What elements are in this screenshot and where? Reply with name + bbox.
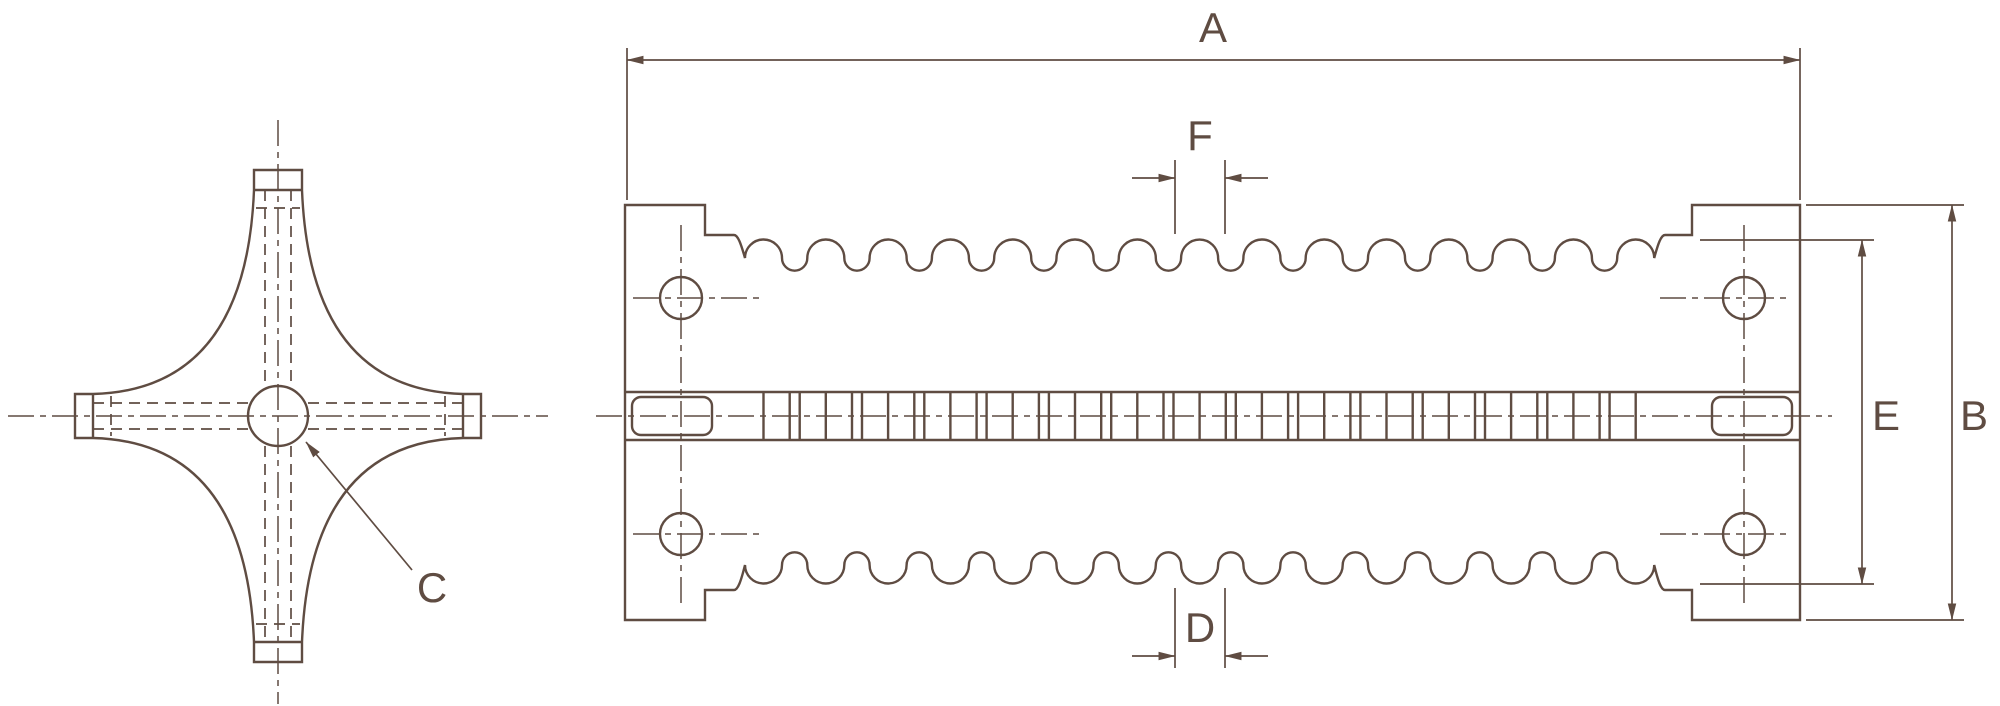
center-hole-circle — [246, 384, 310, 448]
dim-e-extension-lines — [1700, 239, 1874, 585]
center-bar-lines — [625, 390, 1800, 442]
label-c-leader-group — [305, 441, 413, 571]
mount-hole-top-left — [658, 275, 704, 321]
end-view-solid — [73, 168, 483, 664]
dim-a-extension-lines — [626, 48, 1801, 200]
side-view-solid — [623, 203, 1802, 622]
side-outline — [623, 203, 1802, 622]
mount-hole-bottom-left — [658, 511, 704, 557]
dim-e — [1700, 239, 1874, 585]
bar-segment-ticks-single — [762, 392, 1637, 440]
dim-label-b: B — [1960, 392, 1988, 439]
dim-label-f: F — [1187, 112, 1213, 159]
horizontal-arm-hidden-lines — [93, 402, 463, 430]
hole-horizontal-centerlines — [633, 297, 1792, 535]
mount-hole-top-right — [1721, 275, 1767, 321]
label-c-leader-line — [305, 441, 413, 571]
side-view — [596, 203, 1832, 622]
side-view-centerlines — [596, 225, 1832, 608]
drawing-root: A F B E D C — [8, 4, 1988, 704]
bar-end-cap-right — [1710, 395, 1794, 437]
dimensions — [626, 48, 1964, 668]
dim-f — [1132, 160, 1268, 234]
dim-label-a: A — [1199, 4, 1227, 51]
dim-b — [1806, 204, 1964, 621]
vertical-arm-hidden-lines — [264, 190, 292, 642]
dim-f-extension-lines — [1174, 160, 1226, 234]
arm-tip-step-lines — [91, 188, 465, 644]
mount-hole-bottom-right — [1721, 511, 1767, 557]
dim-label-e: E — [1872, 392, 1900, 439]
bar-end-cap-left — [630, 395, 714, 437]
end-view-hidden-lines — [93, 190, 463, 642]
dim-label-d: D — [1185, 604, 1215, 651]
dim-a — [626, 48, 1801, 200]
dim-d — [1132, 588, 1268, 668]
hole-vertical-centerlines — [680, 225, 1745, 608]
cross-outline — [73, 168, 483, 664]
end-view-centerlines — [8, 120, 548, 704]
dim-b-extension-lines — [1806, 204, 1964, 621]
end-view — [8, 120, 548, 704]
dim-label-c: C — [417, 564, 447, 611]
dimension-labels: A F B E D C — [417, 4, 1988, 651]
arm-tip-hidden-lines — [110, 207, 446, 625]
bar-segment-ticks-double — [788, 392, 1611, 440]
